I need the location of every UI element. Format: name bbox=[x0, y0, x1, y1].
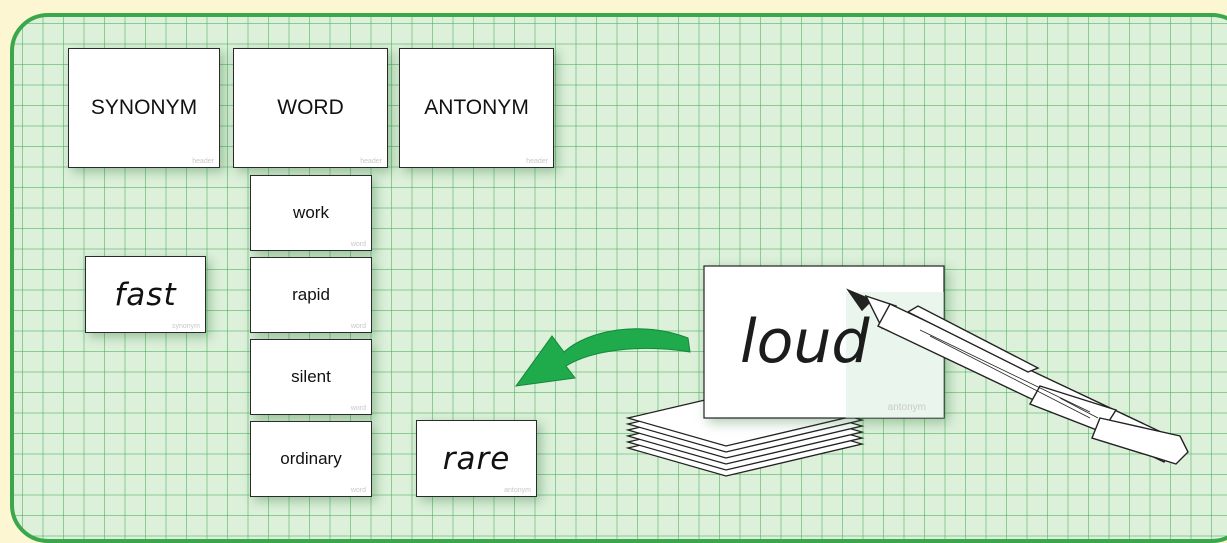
word-label: work bbox=[293, 203, 329, 222]
word-card-rapid: rapid word bbox=[250, 257, 372, 333]
card-tag: header bbox=[526, 158, 548, 165]
word-label: rapid bbox=[292, 285, 330, 304]
header-label: SYNONYM bbox=[90, 96, 198, 119]
word-card-ordinary: ordinary word bbox=[250, 421, 372, 497]
card-tag: word bbox=[350, 405, 366, 412]
writing-card-tag: antonym bbox=[888, 402, 926, 413]
synonym-card-fast: fast synonym bbox=[85, 256, 206, 333]
curved-arrow bbox=[514, 328, 691, 387]
handwritten-word: rare bbox=[442, 440, 511, 477]
card-tag: word bbox=[350, 241, 366, 248]
card-tag: antonym bbox=[504, 487, 531, 494]
word-card-work: work word bbox=[250, 175, 372, 251]
word-card-silent: silent word bbox=[250, 339, 372, 415]
card-tag: header bbox=[360, 158, 382, 165]
illustration-layer: loud antonym bbox=[514, 265, 1189, 477]
header-card-antonym: ANTONYM header bbox=[399, 48, 554, 168]
handwritten-word: fast bbox=[114, 276, 177, 313]
pen-icon bbox=[846, 288, 1189, 465]
card-tag: header bbox=[192, 158, 214, 165]
card-tag: word bbox=[350, 323, 366, 330]
writing-card: loud antonym bbox=[703, 265, 945, 419]
header-card-synonym: SYNONYM header bbox=[68, 48, 220, 168]
word-label: ordinary bbox=[280, 449, 342, 468]
card-tag: word bbox=[350, 487, 366, 494]
header-label: WORD bbox=[277, 96, 344, 119]
card-tag: synonym bbox=[171, 323, 200, 330]
writing-card-word: loud bbox=[740, 307, 870, 377]
header-card-word: WORD header bbox=[233, 48, 388, 168]
antonym-card-rare: rare antonym bbox=[416, 420, 537, 497]
header-label: ANTONYM bbox=[424, 96, 529, 119]
word-label: silent bbox=[291, 367, 331, 386]
